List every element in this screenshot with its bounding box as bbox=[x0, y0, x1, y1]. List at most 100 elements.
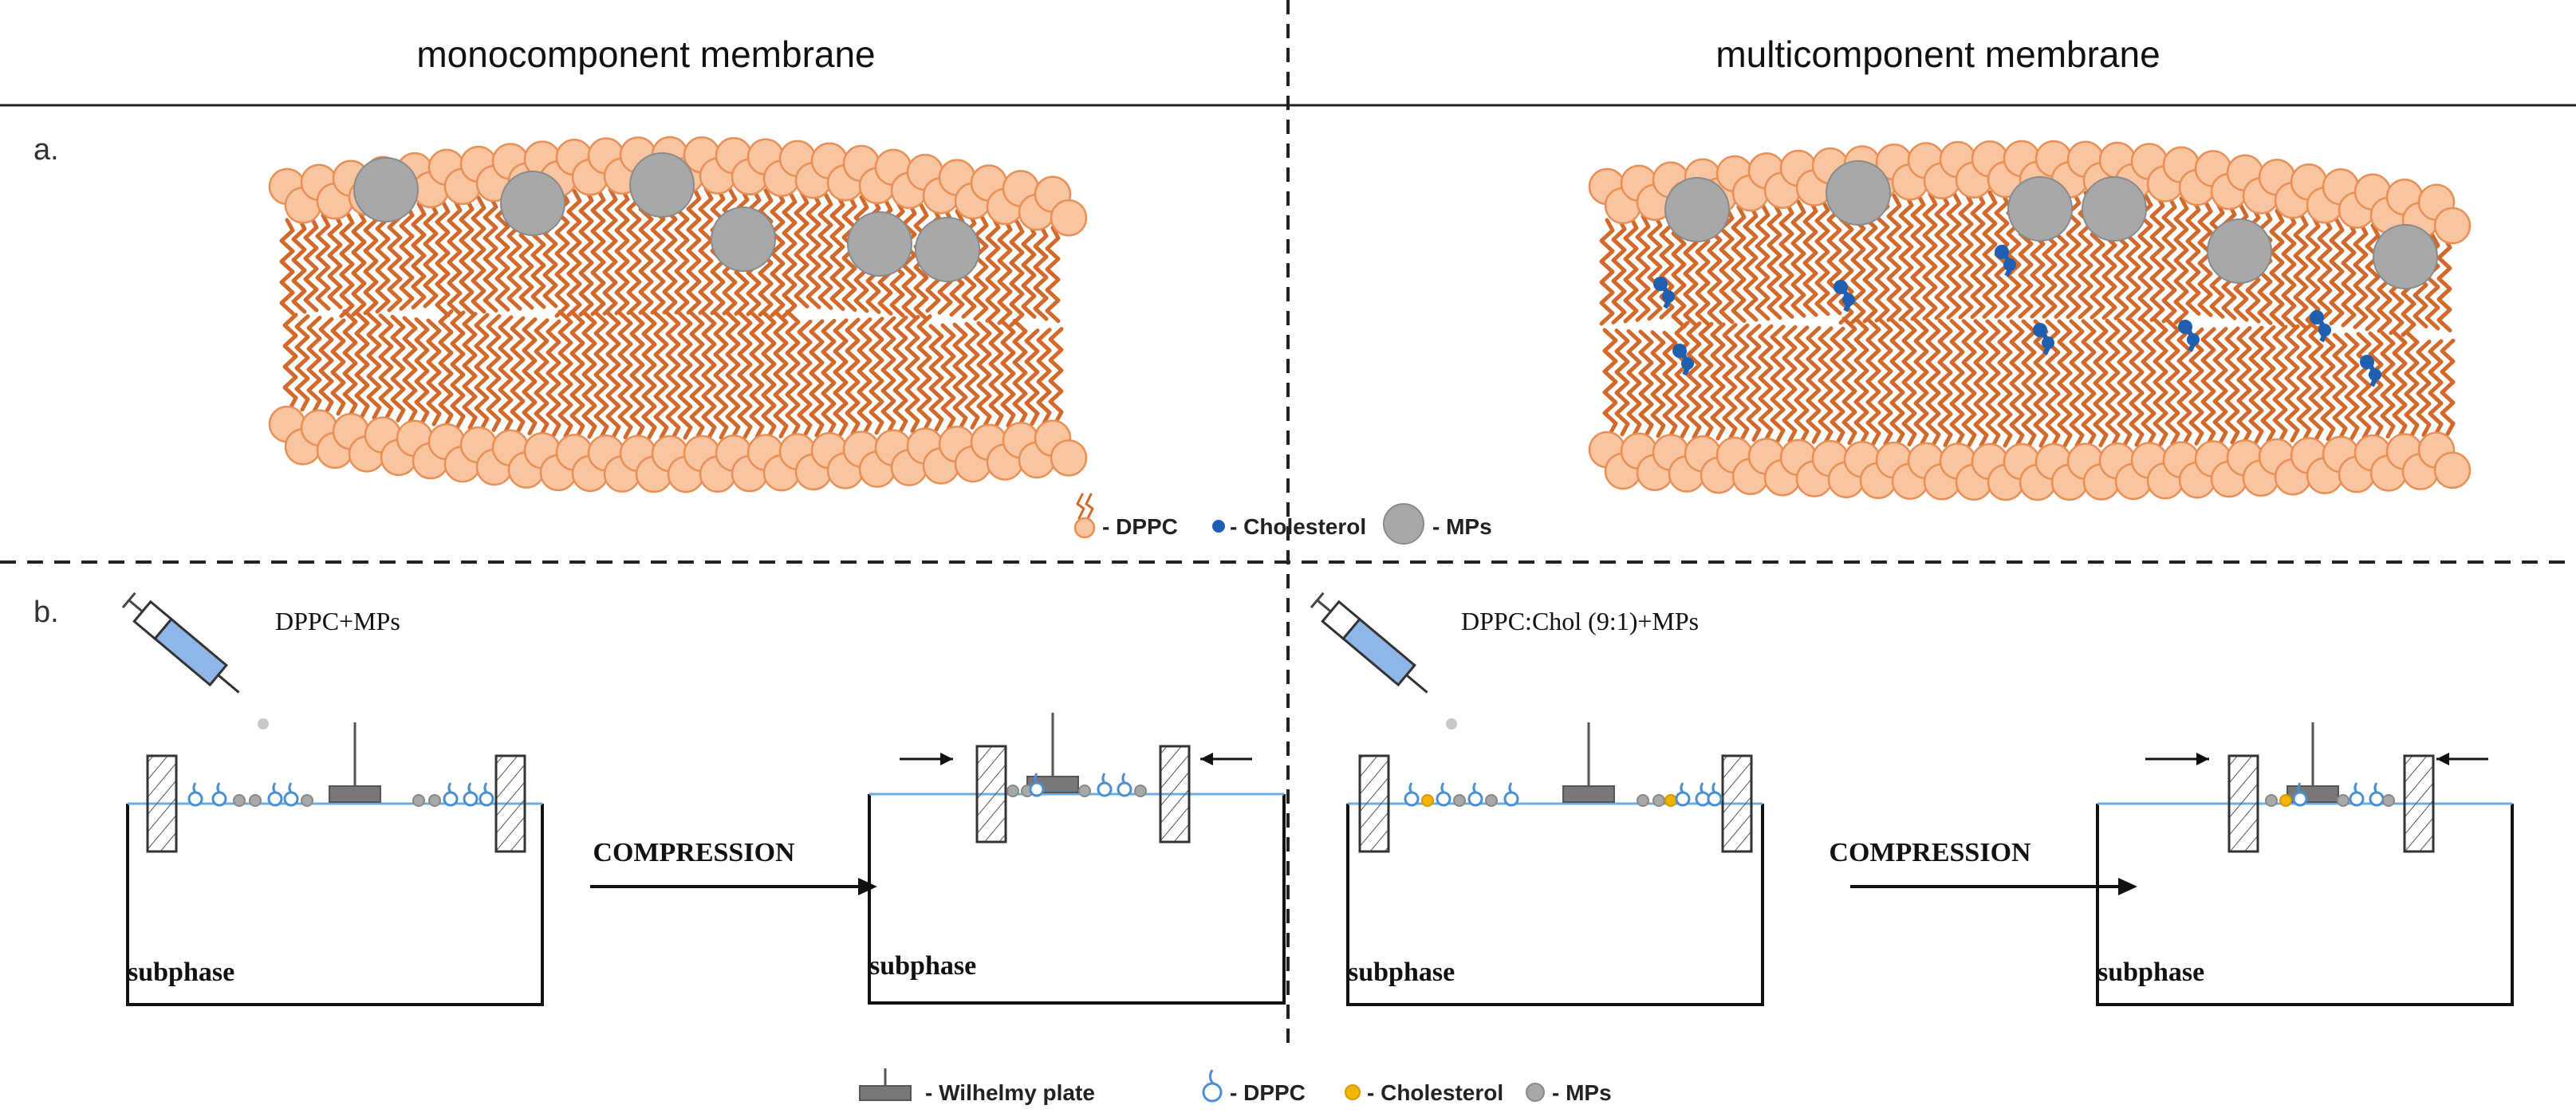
trough-container bbox=[868, 794, 1286, 1005]
barrier-arrow bbox=[1200, 753, 1213, 765]
microplastic-particle bbox=[1134, 785, 1147, 797]
panel-label-a: a. bbox=[33, 133, 59, 167]
lipid-heads bbox=[1588, 140, 2472, 501]
subphase-label: subphase bbox=[2097, 958, 2204, 987]
barrier bbox=[2403, 754, 2435, 853]
trough-monocomponent-initial bbox=[126, 722, 544, 1006]
membrane-multicomponent bbox=[1588, 140, 2472, 501]
microplastic-particle bbox=[1637, 794, 1649, 807]
microplastic-particle bbox=[2337, 794, 2350, 807]
microplastic-particle bbox=[2373, 224, 2438, 289]
dppc-molecule bbox=[1117, 781, 1132, 797]
trough-multicomponent-initial bbox=[1346, 722, 1764, 1006]
dppc-molecule bbox=[479, 791, 494, 807]
microplastic-particle bbox=[1006, 785, 1019, 797]
dppc-molecule bbox=[1503, 791, 1519, 807]
panel-label-b: b. bbox=[33, 596, 59, 629]
wilhelmy-plate bbox=[1562, 785, 1615, 803]
lipid-tails bbox=[1599, 190, 2456, 448]
barrier bbox=[1358, 754, 1390, 853]
microplastic-particle bbox=[2382, 794, 2395, 807]
subphase-label: subphase bbox=[128, 958, 234, 987]
compression-arrow-left bbox=[590, 878, 877, 895]
legend-b-dppc: - DPPC bbox=[1230, 1080, 1306, 1105]
lipid-tails bbox=[279, 186, 1064, 440]
dppc-molecule bbox=[267, 791, 283, 807]
dppc-molecule bbox=[463, 791, 479, 807]
legend-b-wilhelmy: - Wilhelmy plate bbox=[925, 1080, 1095, 1105]
dppc-molecule bbox=[187, 791, 203, 807]
microplastic-particle bbox=[412, 794, 425, 807]
subphase-label: subphase bbox=[869, 951, 976, 981]
syringe-label-left: DPPC+MPs bbox=[275, 607, 400, 635]
dppc-molecule bbox=[1097, 781, 1113, 797]
cholesterol-molecule bbox=[2178, 320, 2200, 352]
microplastic-particle bbox=[629, 152, 695, 218]
legend-panel-b: - Wilhelmy plate - DPPC - Cholesterol - … bbox=[859, 1068, 1612, 1105]
dppc-headgroup-icon bbox=[1202, 1069, 1223, 1103]
dppc-molecule bbox=[1436, 791, 1451, 807]
microplastic-particle bbox=[2265, 794, 2278, 807]
compression-label-right: COMPRESSION bbox=[1829, 838, 2031, 867]
microplastic-particle bbox=[1652, 794, 1665, 807]
compression-label-left: COMPRESSION bbox=[593, 838, 795, 867]
subphase-label: subphase bbox=[1348, 958, 1455, 987]
cholesterol-molecule bbox=[1653, 277, 1675, 309]
barrier bbox=[975, 745, 1007, 844]
droplet-icon bbox=[1446, 718, 1457, 730]
legend-b-cholesterol: - Cholesterol bbox=[1367, 1080, 1503, 1105]
dppc-molecule bbox=[443, 791, 459, 807]
legend-a-dppc: - DPPC bbox=[1102, 514, 1178, 539]
cholesterol-molecule bbox=[2360, 355, 2381, 387]
barrier bbox=[1159, 745, 1191, 844]
trough-container bbox=[2096, 804, 2514, 1006]
dppc-molecule bbox=[2349, 791, 2365, 807]
microplastic-particle bbox=[2207, 218, 2272, 284]
header-multicomponent: multicomponent membrane bbox=[1715, 33, 2160, 75]
wilhelmy-plate-icon bbox=[859, 1068, 912, 1101]
microplastic-particle bbox=[249, 794, 262, 807]
dppc-molecule bbox=[1404, 791, 1420, 807]
cholesterol-molecule bbox=[2033, 323, 2054, 356]
trough-container bbox=[126, 804, 544, 1006]
microplastic-particle bbox=[1485, 794, 1498, 807]
microplastic-particle bbox=[2007, 176, 2073, 242]
legend-a-mps: - MPs bbox=[1432, 514, 1492, 539]
microplastic-particle bbox=[1826, 160, 1891, 226]
dppc-lipid-icon bbox=[1073, 493, 1096, 539]
microplastic-particle bbox=[847, 211, 912, 277]
barrier bbox=[494, 754, 526, 853]
barrier-arrow bbox=[940, 753, 953, 765]
barrier-arrow bbox=[2436, 753, 2449, 765]
cholesterol-molecule bbox=[1834, 280, 1855, 313]
droplet-icon bbox=[258, 718, 269, 730]
microplastic-icon bbox=[1383, 503, 1424, 545]
microplastic-particle bbox=[1664, 177, 1730, 242]
membrane-monocomponent bbox=[268, 136, 1088, 494]
microplastic-icon bbox=[1526, 1083, 1545, 1102]
cholesterol-molecule bbox=[1421, 794, 1434, 807]
cholesterol-molecule bbox=[1995, 245, 2016, 277]
microplastic-particle bbox=[1078, 785, 1091, 797]
dppc-molecule bbox=[283, 791, 299, 807]
cholesterol-molecule bbox=[2279, 794, 2292, 807]
dppc-molecule bbox=[1029, 781, 1045, 797]
microplastic-particle bbox=[711, 206, 776, 272]
microplastic-particle bbox=[2082, 176, 2147, 242]
cholesterol-icon bbox=[1212, 520, 1225, 533]
barrier bbox=[1721, 754, 1753, 853]
trough-container bbox=[1346, 804, 1764, 1006]
cholesterol-molecule bbox=[1664, 794, 1677, 807]
dppc-molecule bbox=[1467, 791, 1483, 807]
cholesterol-icon bbox=[1345, 1084, 1361, 1100]
microplastic-particle bbox=[353, 157, 419, 222]
syringe-label-right: DPPC:Chol (9:1)+MPs bbox=[1461, 607, 1699, 635]
microplastic-particle bbox=[301, 794, 313, 807]
trough-monocomponent-compressed bbox=[868, 713, 1286, 1005]
microplastic-particle bbox=[500, 171, 565, 236]
syringe-icon-left bbox=[121, 592, 240, 694]
dppc-molecule bbox=[2292, 791, 2308, 807]
dppc-molecule bbox=[1707, 791, 1723, 807]
syringe-icon-right bbox=[1310, 592, 1428, 694]
